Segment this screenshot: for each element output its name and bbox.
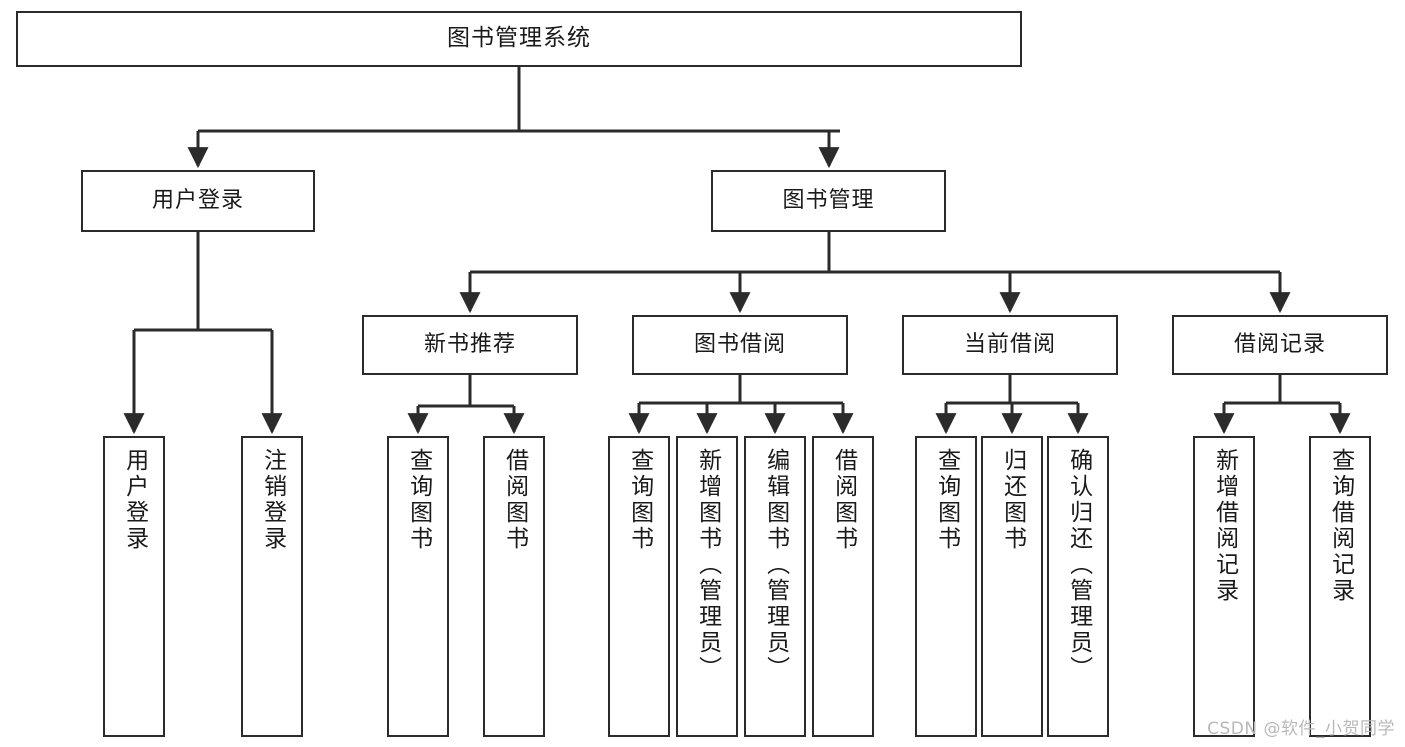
leaf-new-book-query-book[interactable]: 查询图书 [387,436,449,737]
leaf-book-borrow-add-book-admin[interactable]: 新增图书（管理员） [676,436,738,737]
leaf-book-borrow-borrow-book[interactable]: 借阅图书 [812,436,874,737]
node-label-vertical: 确认归还（管理员） [1065,448,1092,682]
node-label-vertical: 新增借阅记录 [1211,448,1238,604]
leaf-current-borrow-return-book[interactable]: 归还图书 [981,436,1043,737]
leaf-book-borrow-edit-book-admin[interactable]: 编辑图书（管理员） [744,436,806,737]
node-label-vertical: 查询借阅记录 [1327,448,1354,604]
node-label: 用户登录 [151,187,244,213]
node-label-vertical: 归还图书 [999,448,1026,552]
leaf-book-borrow-query-book[interactable]: 查询图书 [608,436,670,737]
node-new-book-recommend[interactable]: 新书推荐 [362,315,578,375]
node-root-system[interactable]: 图书管理系统 [16,11,1022,67]
node-label: 当前借阅 [963,331,1056,357]
node-label: 图书管理系统 [447,25,591,52]
leaf-user-login-logout[interactable]: 注销登录 [241,436,303,737]
leaf-borrow-record-query-record[interactable]: 查询借阅记录 [1309,436,1371,737]
node-label-vertical: 查询图书 [405,448,432,552]
node-book-borrow[interactable]: 图书借阅 [632,315,848,375]
node-label: 图书借阅 [693,331,786,357]
node-label: 新书推荐 [423,331,516,357]
leaf-borrow-record-add-record[interactable]: 新增借阅记录 [1193,436,1255,737]
node-label: 借阅记录 [1233,331,1326,357]
node-label-vertical: 新增图书（管理员） [694,448,721,682]
leaf-new-book-borrow-book[interactable]: 借阅图书 [483,436,545,737]
node-label: 图书管理 [782,187,875,213]
node-book-management[interactable]: 图书管理 [711,170,946,232]
node-label-vertical: 查询图书 [626,448,653,552]
node-borrow-record[interactable]: 借阅记录 [1172,315,1388,375]
node-label-vertical: 编辑图书（管理员） [762,448,789,682]
csdn-watermark: CSDN @软件_小贺同学 [1207,719,1395,739]
node-current-borrow[interactable]: 当前借阅 [902,315,1118,375]
node-label-vertical: 借阅图书 [501,448,528,552]
node-label-vertical: 用户登录 [121,448,148,552]
node-user-login[interactable]: 用户登录 [81,170,315,232]
leaf-user-login-login[interactable]: 用户登录 [103,436,165,737]
leaf-current-borrow-confirm-return-admin[interactable]: 确认归还（管理员） [1047,436,1109,737]
leaf-current-borrow-query-book[interactable]: 查询图书 [915,436,977,737]
node-label-vertical: 注销登录 [259,448,286,552]
node-label-vertical: 借阅图书 [830,448,857,552]
node-label-vertical: 查询图书 [933,448,960,552]
